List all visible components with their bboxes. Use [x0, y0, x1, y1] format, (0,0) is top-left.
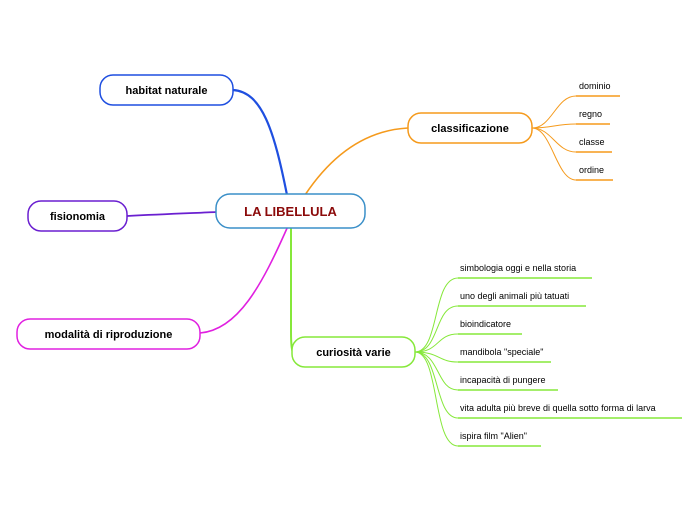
topic-habitat-label: habitat naturale [126, 85, 208, 97]
leaf-regno[interactable]: regno [579, 109, 602, 119]
topic-curiosita-varie[interactable]: curiosità varie [291, 336, 416, 368]
topic-classificazione-label: classificazione [431, 123, 509, 135]
topic-fisionomia[interactable]: fisionomia [27, 200, 128, 232]
connector-classificazione [304, 127, 409, 196]
topic-riproduzione-label: modalità di riproduzione [45, 329, 173, 341]
connector-riproduzione [199, 225, 289, 334]
leaf-simbologia[interactable]: simbologia oggi e nella storia [460, 263, 576, 273]
classificazione-subconnectors [531, 95, 577, 181]
leaf-classe[interactable]: classe [579, 137, 605, 147]
leaf-film-alien[interactable]: ispira film "Alien" [460, 431, 527, 441]
leaf-ordine[interactable]: ordine [579, 165, 604, 175]
leaf-mandibola[interactable]: mandibola "speciale" [460, 347, 543, 357]
classificazione-underlines [576, 95, 620, 181]
central-node[interactable]: LA LIBELLULA [215, 193, 366, 229]
topic-habitat-naturale[interactable]: habitat naturale [99, 74, 234, 106]
curiosita-underlines [458, 277, 682, 447]
leaf-vita-adulta[interactable]: vita adulta più breve di quella sotto fo… [460, 403, 656, 413]
topic-classificazione[interactable]: classificazione [407, 112, 533, 144]
topic-modalita-riproduzione[interactable]: modalità di riproduzione [16, 318, 201, 350]
leaf-bioindicatore[interactable]: bioindicatore [460, 319, 511, 329]
leaf-dominio[interactable]: dominio [579, 81, 611, 91]
connector-fisionomia [126, 211, 218, 217]
topic-curiosita-label: curiosità varie [316, 347, 391, 359]
curiosita-subconnectors [414, 277, 459, 447]
leaf-animali-tatuati[interactable]: uno degli animali più tatuati [460, 291, 569, 301]
connector-habitat [232, 88, 289, 196]
connector-curiosita [290, 228, 294, 353]
topic-fisionomia-label: fisionomia [50, 211, 106, 223]
central-label: LA LIBELLULA [244, 204, 337, 219]
leaf-incapacita-pungere[interactable]: incapacità di pungere [460, 375, 546, 385]
